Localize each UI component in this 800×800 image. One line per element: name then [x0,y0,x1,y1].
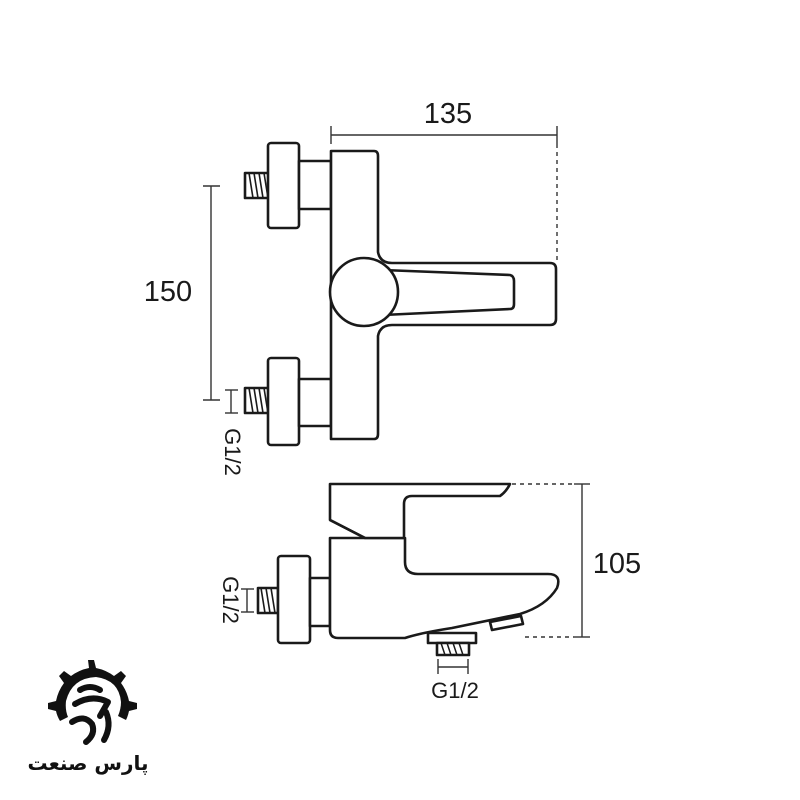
dim-105-label: 105 [593,548,641,580]
upper-connector [297,159,333,211]
side-lever-division [329,518,366,540]
lever-handle-outline [382,268,516,317]
gear-icon [48,660,137,721]
side-view [256,482,560,657]
spout-body [328,536,560,640]
upper-thread-lines [248,172,269,199]
lower-nut [266,356,301,447]
mixer-body-top [329,149,558,441]
thread-label-top: G1/2 [220,428,245,476]
brand-name: پارس صنعت [27,751,148,776]
dim-150-label: 150 [144,276,192,308]
brand-logo: پارس صنعت [27,660,149,776]
dim-135-label: 135 [424,98,472,130]
top-view [243,141,558,447]
side-thread-lines [260,587,276,614]
thread-label-bottom: G1/2 [431,678,479,703]
side-nut [276,554,312,645]
side-connector [308,576,332,628]
aerator-nozzle [488,614,525,632]
handle-base-disc [328,256,400,328]
side-lever-handle [328,482,512,540]
lower-connector [297,377,333,428]
bottom-thread-lines [440,642,464,656]
bottom-outlet-collar [426,631,478,645]
thread-label-side: G1/2 [218,576,243,624]
side-dimensions [241,483,590,674]
monogram-icon [69,684,112,745]
upper-nut [266,141,301,230]
top-dimensions [203,126,558,414]
